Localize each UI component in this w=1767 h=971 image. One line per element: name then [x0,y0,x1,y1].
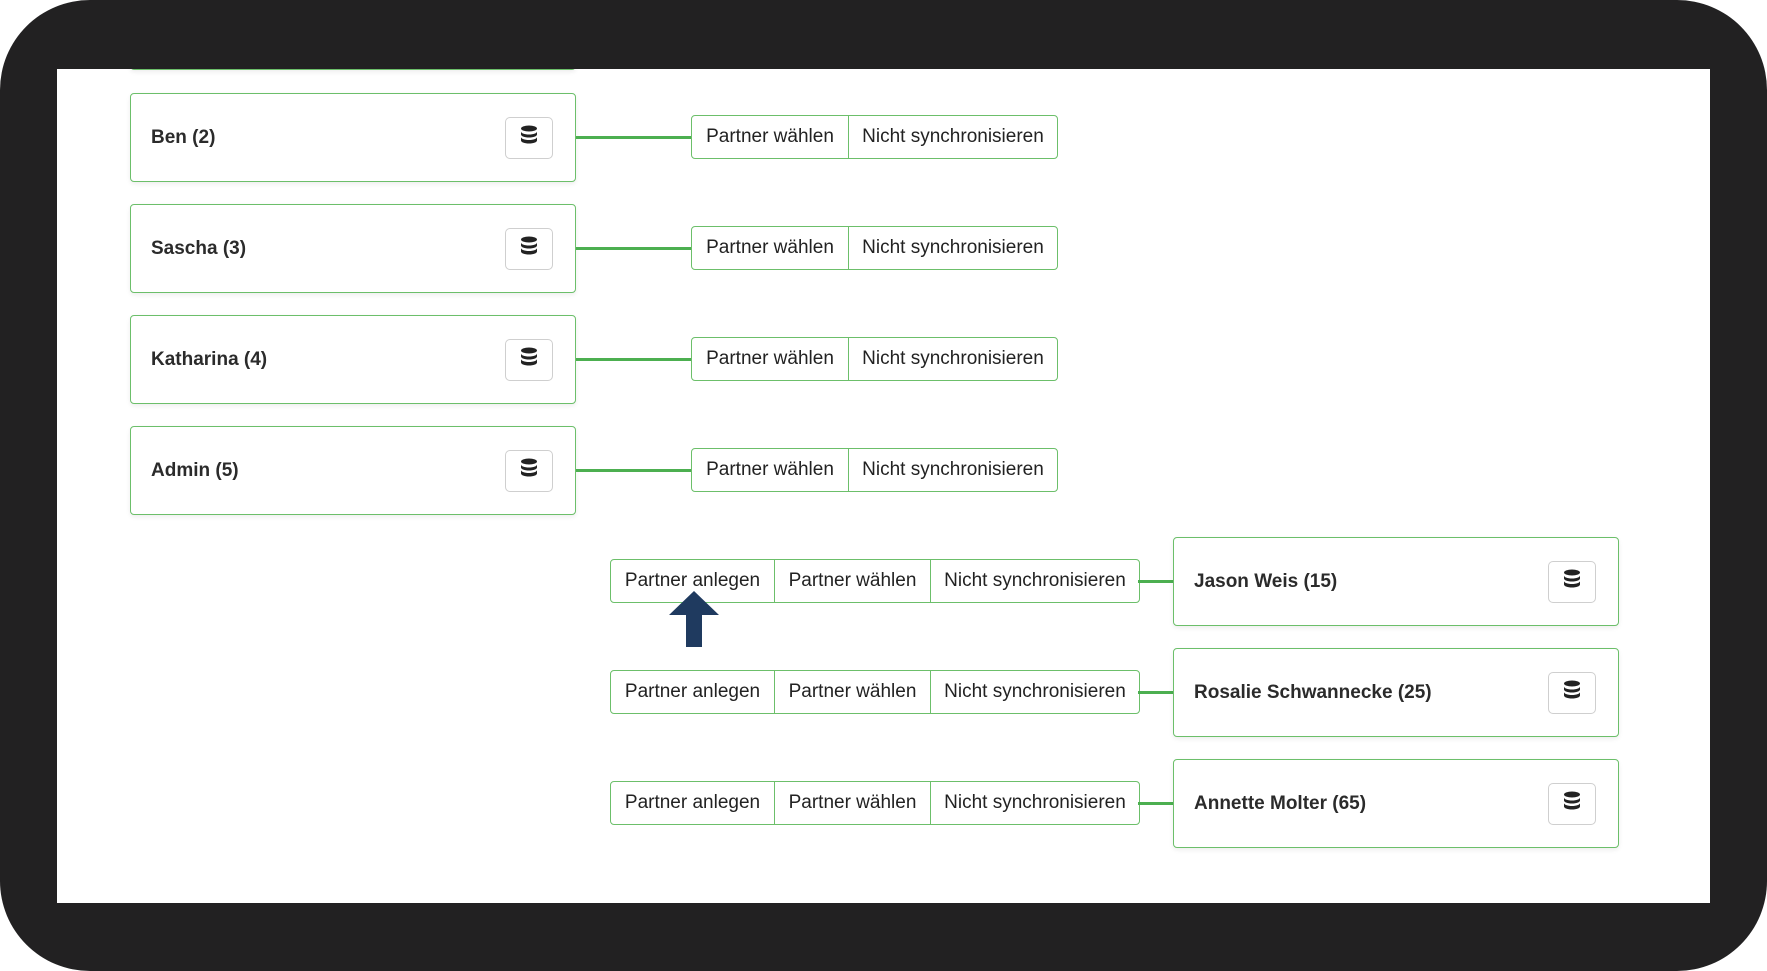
database-icon [520,236,538,261]
nicht-synchronisieren-button[interactable]: Nicht synchronisieren [930,560,1139,602]
database-button[interactable] [505,116,553,159]
database-button[interactable] [505,449,553,492]
database-icon [520,458,538,483]
button-group-annette-molter: Partner anlegen Partner wählen Nicht syn… [610,781,1140,825]
partner-card-label: Rosalie Schwannecke (25) [1194,681,1432,703]
sync-mapping-panel: Ben (2) Partner wählen Nicht synchronisi… [57,69,1710,903]
partner-card-annette-molter: Annette Molter (65) [1173,759,1619,848]
partner-card-label: Annette Molter (65) [1194,792,1367,814]
partner-card-jason-weis: Jason Weis (15) [1173,537,1619,626]
partner-card-label: Jason Weis (15) [1194,570,1338,592]
partner-card-rosalie-schwannecke: Rosalie Schwannecke (25) [1173,648,1619,737]
nicht-synchronisieren-button[interactable]: Nicht synchronisieren [930,782,1139,824]
connector-line [576,358,691,361]
partial-card-top [130,69,576,70]
partner-waehlen-button[interactable]: Partner wählen [706,237,834,258]
database-button[interactable] [505,338,553,381]
button-group-ben: Partner wählen Nicht synchronisieren [691,115,1058,159]
user-card-label: Sascha (3) [151,237,247,259]
partner-waehlen-button[interactable]: Partner wählen [706,459,834,480]
partner-anlegen-button[interactable]: Partner anlegen [624,570,761,591]
connector-line [576,136,691,139]
partner-waehlen-button[interactable]: Partner wählen [706,348,834,369]
user-card-sascha: Sascha (3) [130,204,576,293]
connector-line [1138,580,1173,583]
database-icon [520,347,538,372]
user-card-admin: Admin (5) [130,426,576,515]
database-icon [1563,569,1581,594]
nicht-synchronisieren-button[interactable]: Nicht synchronisieren [848,116,1057,158]
database-button[interactable] [1548,560,1596,603]
database-icon [1563,680,1581,705]
button-group-katharina: Partner wählen Nicht synchronisieren [691,337,1058,381]
user-card-ben: Ben (2) [130,93,576,182]
connector-line [1138,802,1173,805]
user-card-label: Admin (5) [151,459,239,481]
partner-anlegen-button[interactable]: Partner anlegen [624,792,761,813]
button-group-admin: Partner wählen Nicht synchronisieren [691,448,1058,492]
database-button[interactable] [1548,671,1596,714]
nicht-synchronisieren-button[interactable]: Nicht synchronisieren [848,338,1057,380]
user-card-katharina: Katharina (4) [130,315,576,404]
button-group-sascha: Partner wählen Nicht synchronisieren [691,226,1058,270]
database-button[interactable] [1548,782,1596,825]
connector-line [576,247,691,250]
database-icon [520,125,538,150]
user-card-label: Ben (2) [151,126,216,148]
connector-line [576,469,691,472]
partner-anlegen-button[interactable]: Partner anlegen [624,681,761,702]
partner-waehlen-button[interactable]: Partner wählen [706,126,834,147]
user-card-label: Katharina (4) [151,348,268,370]
database-button[interactable] [505,227,553,270]
partner-waehlen-button[interactable]: Partner wählen [774,671,930,713]
button-group-rosalie-schwannecke: Partner anlegen Partner wählen Nicht syn… [610,670,1140,714]
partner-waehlen-button[interactable]: Partner wählen [774,782,930,824]
connector-line [1138,691,1173,694]
nicht-synchronisieren-button[interactable]: Nicht synchronisieren [930,671,1139,713]
partner-waehlen-button[interactable]: Partner wählen [774,560,930,602]
nicht-synchronisieren-button[interactable]: Nicht synchronisieren [848,227,1057,269]
database-icon [1563,791,1581,816]
nicht-synchronisieren-button[interactable]: Nicht synchronisieren [848,449,1057,491]
arrow-up-icon [669,591,719,652]
